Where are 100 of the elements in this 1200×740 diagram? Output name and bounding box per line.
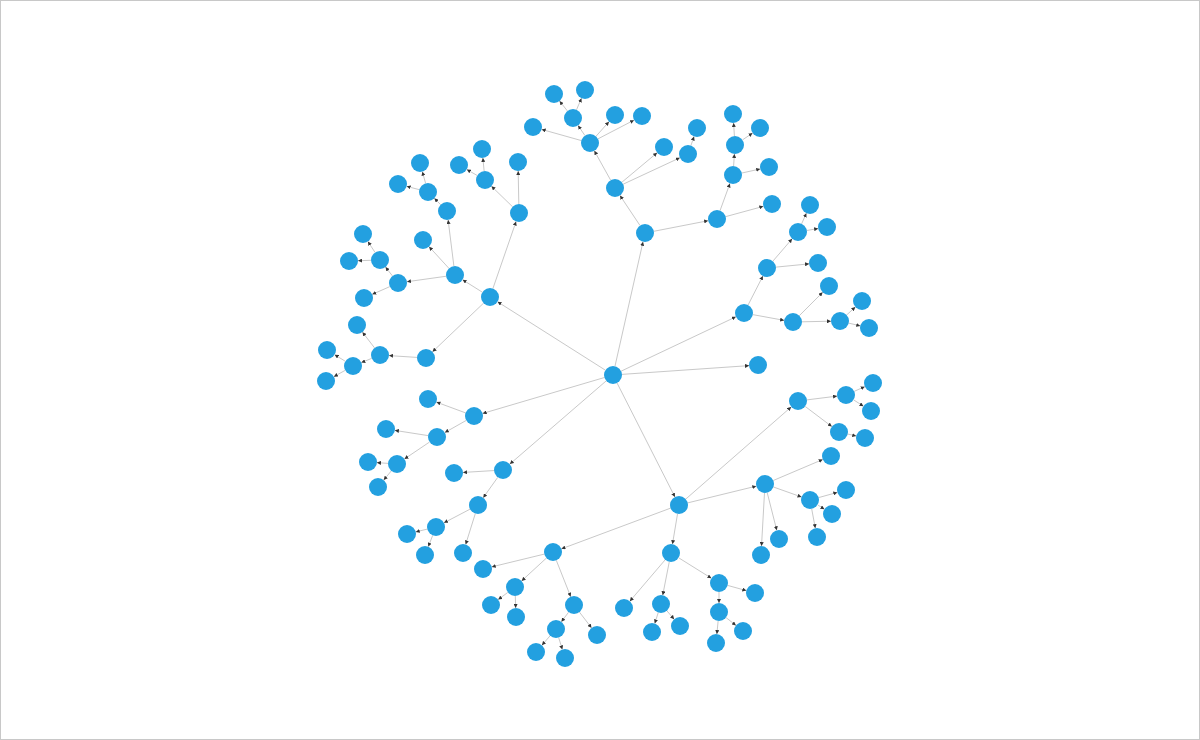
arrow — [433, 197, 442, 206]
arrow — [333, 369, 346, 378]
arrow — [421, 171, 427, 184]
circle-node — [606, 106, 624, 124]
arrow — [516, 170, 521, 205]
arrow — [481, 157, 486, 172]
arrow — [464, 513, 476, 545]
arrow — [666, 610, 675, 620]
arrow — [727, 584, 747, 592]
arrow — [513, 595, 518, 609]
arrow — [362, 331, 375, 349]
arrow — [846, 306, 856, 316]
arrow — [731, 122, 736, 137]
circle-node — [469, 496, 487, 514]
circle-node — [454, 544, 472, 562]
circle-node — [482, 596, 500, 614]
arrow — [462, 279, 483, 293]
circle-node — [784, 313, 802, 331]
circle-node — [474, 560, 492, 578]
circle-node — [808, 528, 826, 546]
circle-node — [414, 231, 432, 249]
arrow — [817, 504, 825, 510]
circle-node — [853, 292, 871, 310]
arrow — [577, 124, 586, 137]
arrow — [671, 513, 678, 545]
arrow — [558, 637, 564, 650]
arrow — [848, 322, 861, 327]
circle-node — [606, 179, 624, 197]
circle-node — [344, 357, 362, 375]
arrow — [432, 302, 484, 353]
circle-node — [643, 623, 661, 641]
arrow — [687, 485, 757, 504]
circle-node — [371, 346, 389, 364]
arrow — [497, 591, 509, 601]
circle-node — [419, 183, 437, 201]
circle-node — [389, 175, 407, 193]
arrow — [732, 153, 737, 167]
arrow — [772, 238, 793, 262]
circle-node — [837, 386, 855, 404]
circle-node — [724, 105, 742, 123]
arrow — [806, 394, 838, 401]
circle-node — [746, 584, 764, 602]
circle-node — [679, 145, 697, 163]
circle-node — [348, 316, 366, 334]
circle-node — [389, 274, 407, 292]
arrow — [388, 353, 418, 358]
arrow — [541, 635, 551, 646]
circle-node — [671, 617, 689, 635]
circle-node — [760, 158, 778, 176]
circle-node — [411, 154, 429, 172]
circle-node — [830, 423, 848, 441]
arrow — [654, 612, 659, 624]
arrow — [811, 508, 817, 529]
circle-node — [340, 252, 358, 270]
circle-node — [369, 478, 387, 496]
circle-node — [416, 546, 434, 564]
arrow — [622, 157, 681, 185]
arrow — [406, 275, 447, 284]
circle-node — [789, 392, 807, 410]
arrow — [482, 377, 605, 415]
arrow — [620, 316, 737, 372]
circle-node — [752, 546, 770, 564]
arrow — [690, 136, 695, 146]
circle-node — [751, 119, 769, 137]
circle-node — [506, 578, 524, 596]
circle-node — [524, 118, 542, 136]
circle-node — [749, 356, 767, 374]
circle-node — [428, 428, 446, 446]
arrow — [621, 363, 750, 375]
arrow — [415, 528, 428, 533]
circle-node — [707, 634, 725, 652]
arrow — [371, 286, 391, 295]
circle-node — [445, 464, 463, 482]
circle-node — [427, 518, 445, 536]
arrow — [490, 185, 514, 208]
arrow — [403, 441, 431, 460]
arrow — [593, 150, 612, 181]
circle-node — [670, 496, 688, 514]
arrow — [595, 121, 610, 137]
arrow — [853, 399, 864, 407]
circle-node — [636, 224, 654, 242]
circle-node — [856, 429, 874, 447]
circle-node — [860, 319, 878, 337]
arrow — [678, 557, 712, 579]
circle-node — [510, 204, 528, 222]
arrow — [357, 258, 372, 263]
arrow — [559, 100, 568, 112]
arrow — [444, 419, 467, 434]
arrow — [492, 221, 517, 289]
arrow — [741, 167, 761, 174]
arrow — [555, 559, 572, 598]
arrow — [427, 534, 434, 548]
circle-node — [355, 289, 373, 307]
circle-node — [581, 134, 599, 152]
circle-node — [756, 475, 774, 493]
circle-node — [734, 622, 752, 640]
circle-node — [371, 251, 389, 269]
arrow — [576, 97, 582, 111]
circle-node — [820, 277, 838, 295]
circle-node — [688, 119, 706, 137]
